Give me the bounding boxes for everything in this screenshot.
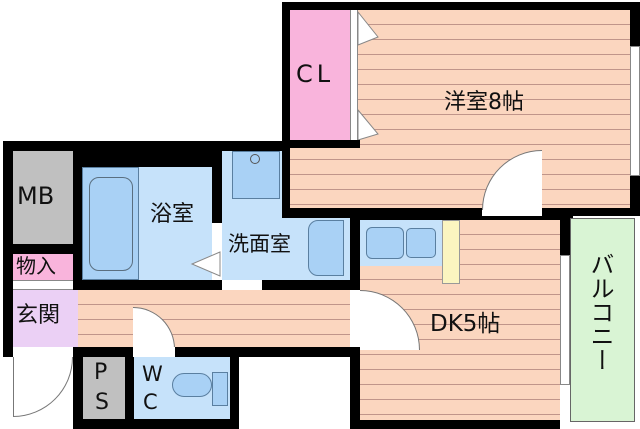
pipe-space-label-p: P [94, 360, 108, 385]
wc-doorway[interactable] [133, 347, 175, 357]
balcony-label: バルコニー [586, 252, 614, 372]
dk-doorway[interactable] [350, 290, 360, 347]
bathroom-door-icon [190, 251, 221, 277]
washroom-label: 洗面室 [228, 232, 291, 256]
toilet-label-c: C [143, 390, 158, 414]
balcony [570, 218, 635, 422]
closet [290, 10, 350, 140]
dk-window[interactable] [560, 255, 570, 385]
western-room-doorway[interactable] [482, 208, 542, 216]
washroom-doorway[interactable] [222, 280, 262, 290]
entrance-label: 玄関 [16, 303, 61, 328]
bathroom-label: 浴室 [150, 202, 195, 227]
bathtub-inner-icon [89, 177, 133, 271]
bathroom-door[interactable] [212, 223, 222, 280]
toilet-tank-icon [212, 372, 228, 406]
washbasin [308, 220, 344, 276]
western-room-label: 洋室8帖 [444, 90, 524, 115]
entrance-doorway[interactable] [13, 347, 73, 357]
entrance [13, 290, 78, 347]
storage-label: 物入 [16, 254, 56, 278]
sink-icon [366, 227, 404, 259]
storage-door[interactable] [13, 280, 73, 290]
stove-icon [406, 228, 436, 258]
closet-wall [290, 140, 360, 148]
storage [13, 254, 73, 280]
entrance-door-swing[interactable] [13, 357, 73, 417]
closet-door-track [350, 10, 358, 140]
western-room-window[interactable] [630, 46, 640, 176]
toilet-bowl-icon [172, 373, 212, 397]
pipe-space-label-s: S [95, 390, 109, 415]
pipe-space [83, 357, 125, 419]
washing-machine-drain-icon [250, 154, 260, 164]
hallway [78, 290, 350, 347]
dining-kitchen-label: DK5帖 [430, 311, 501, 337]
refrigerator-space [442, 220, 460, 284]
closet-label: CL [296, 60, 335, 88]
closet-door-icon [357, 10, 379, 140]
toilet-label-w: W [142, 362, 163, 386]
meter-box [13, 151, 73, 244]
meter-box-label: MB [17, 182, 55, 210]
